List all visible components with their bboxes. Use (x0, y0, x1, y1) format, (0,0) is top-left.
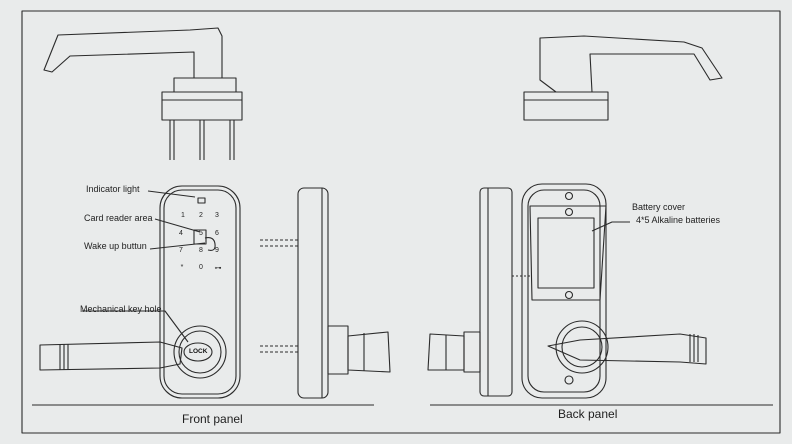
back-panel-face (521, 183, 707, 399)
front-panel-face (39, 185, 241, 399)
key-9: 9 (215, 247, 219, 254)
front-lever (39, 341, 183, 371)
battery-cover (529, 205, 607, 301)
front-panel-side-view (260, 187, 391, 399)
key-8: 8 (199, 247, 203, 254)
lock-label: LOCK (189, 348, 208, 355)
key-0: 0 (199, 264, 203, 271)
key-7: 7 (179, 247, 183, 254)
key-3: 3 (215, 212, 219, 219)
key-5: 5 (199, 230, 203, 237)
back-panel-caption: Back panel (558, 407, 618, 421)
mechanical-key-hole-label: Mechanical key hole (80, 304, 162, 314)
key-star: * (180, 264, 184, 271)
lock-rose-inner (178, 330, 222, 374)
key-1: 1 (181, 212, 185, 219)
front-handle-top-view (43, 27, 243, 160)
battery-cover-label: Battery cover (632, 202, 686, 212)
diagram-frame (21, 10, 781, 434)
front-panel-caption: Front panel (182, 412, 243, 426)
key-6: 6 (215, 230, 219, 237)
wake-up-button-label: Wake up buttun (84, 241, 147, 251)
indicator-light-label: Indicator light (86, 184, 140, 194)
back-lever (547, 333, 707, 365)
wake-up-hand-icon (204, 237, 216, 251)
key-icon-key: ⊶ (214, 265, 222, 272)
key-hole-icon (183, 342, 213, 362)
battery-spec-label: 4*5 Alkaline batteries (636, 215, 721, 225)
back-handle-top-view (523, 35, 723, 121)
lock-rose-outer (173, 325, 227, 379)
key-4: 4 (179, 230, 183, 237)
indicator-light-icon (197, 197, 206, 204)
card-reader-area-label: Card reader area (84, 213, 153, 223)
back-panel-side-view (427, 187, 530, 397)
key-2: 2 (199, 212, 203, 219)
